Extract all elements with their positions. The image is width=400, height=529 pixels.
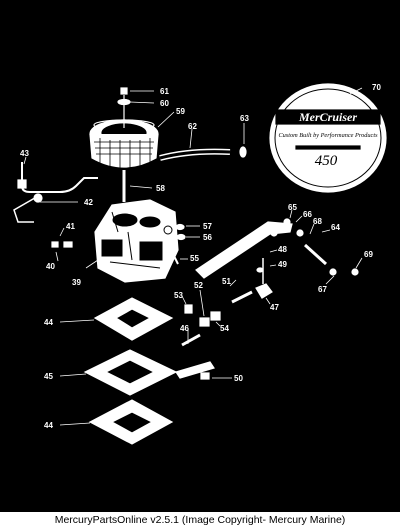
callout-64: 64 <box>331 223 340 232</box>
mercruiser-badge <box>269 83 387 193</box>
callout-60: 60 <box>160 99 169 108</box>
callout-45: 45 <box>44 372 53 381</box>
callout-47: 47 <box>270 303 279 312</box>
callout-70: 70 <box>372 83 381 92</box>
callout-63: 63 <box>240 114 249 123</box>
callout-56: 56 <box>203 233 212 242</box>
callout-42: 42 <box>84 198 93 207</box>
copyright-footer: MercuryPartsOnline v2.5.1 (Image Copyrig… <box>0 512 400 529</box>
leader-lines <box>23 87 363 426</box>
air-cleaner <box>89 87 159 168</box>
badge-model: 450 <box>315 153 338 169</box>
fittings <box>51 223 186 248</box>
callout-48: 48 <box>278 245 287 254</box>
bushings <box>184 304 221 327</box>
callout-44: 44 <box>44 318 53 327</box>
callout-65: 65 <box>288 203 297 212</box>
fuel-line <box>13 162 98 223</box>
badge-brand: MerCruiser <box>298 110 357 124</box>
spacer-plate <box>83 333 215 396</box>
callout-59: 59 <box>176 107 185 116</box>
callout-53: 53 <box>174 291 183 300</box>
callouts: 61 60 59 62 63 70 43 58 42 57 56 41 40 3… <box>20 83 381 430</box>
callout-58: 58 <box>156 184 165 193</box>
callout-61: 61 <box>160 87 169 96</box>
badge-tagline: Custom Built by Performance Products <box>278 132 378 139</box>
throttle-bracket <box>195 218 359 304</box>
breather-hose <box>159 146 247 161</box>
callout-46: 46 <box>180 324 189 333</box>
callout-49: 49 <box>278 260 287 269</box>
callout-69: 69 <box>364 250 373 259</box>
callout-66: 66 <box>303 210 312 219</box>
callout-50: 50 <box>234 374 243 383</box>
callout-54: 54 <box>220 324 229 333</box>
gasket-top <box>93 297 174 341</box>
callout-51: 51 <box>222 277 231 286</box>
parts-diagram: MerCruiser Custom Built by Performance P… <box>13 83 387 445</box>
callout-57: 57 <box>203 222 212 231</box>
carburetor <box>94 199 179 283</box>
callout-40: 40 <box>46 262 55 271</box>
callout-43: 43 <box>20 149 29 158</box>
gasket-bottom <box>88 399 174 445</box>
callout-52: 52 <box>194 281 203 290</box>
callout-55: 55 <box>190 254 199 263</box>
callout-41: 41 <box>66 222 75 231</box>
callout-44-bottom: 44 <box>44 421 53 430</box>
callout-39: 39 <box>72 278 81 287</box>
callout-67: 67 <box>318 285 327 294</box>
callout-62: 62 <box>188 122 197 131</box>
callout-68: 68 <box>313 217 322 226</box>
